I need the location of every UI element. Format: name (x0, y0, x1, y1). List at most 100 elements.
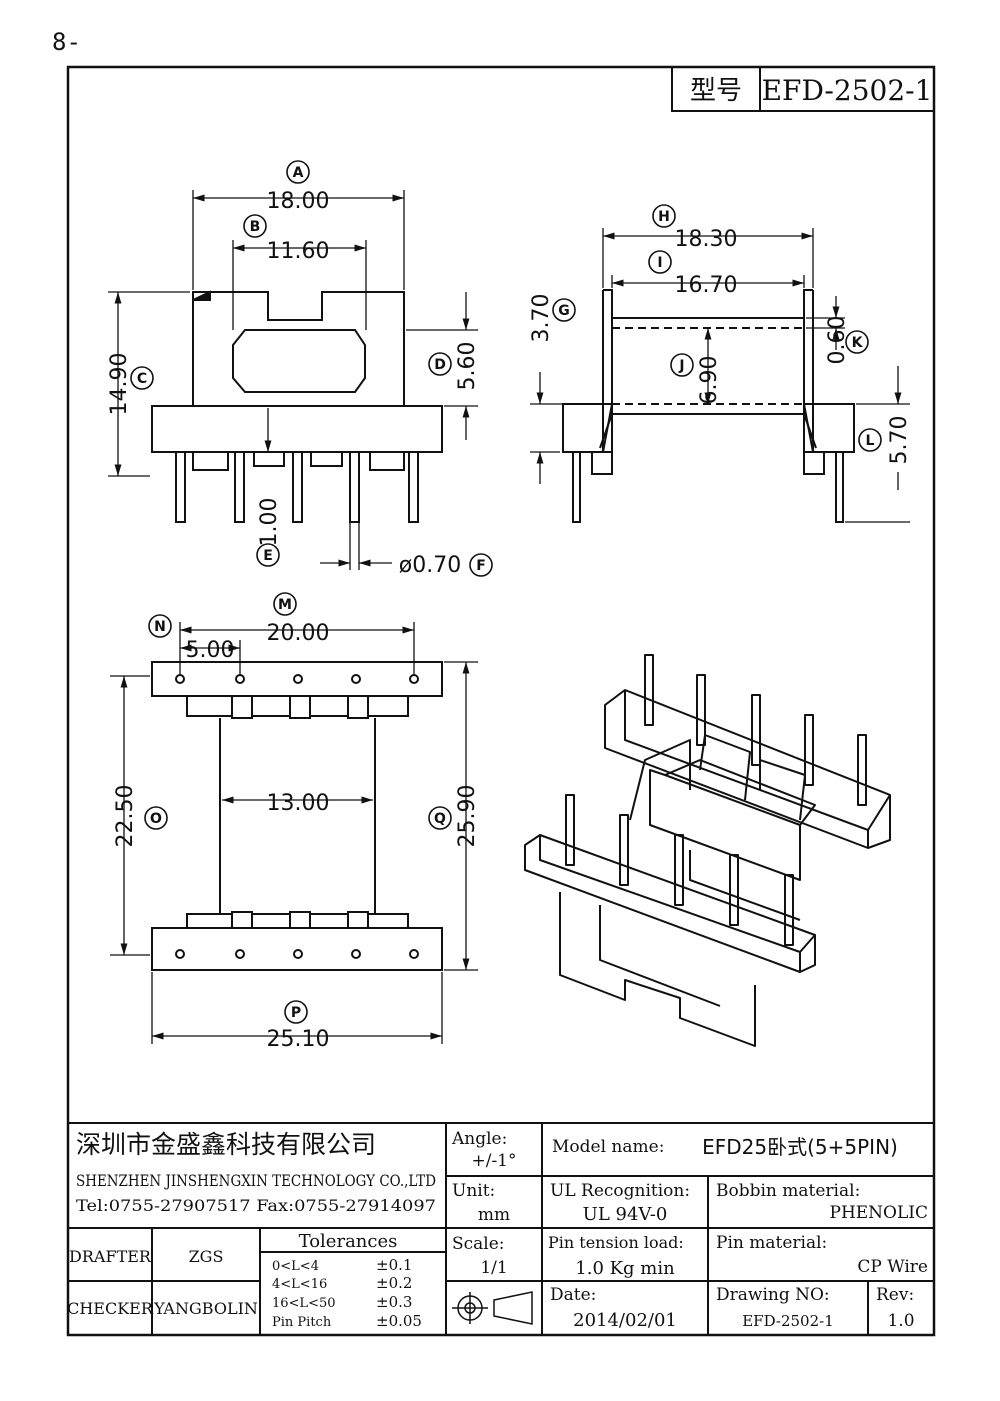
angle-label: Angle: (451, 1129, 507, 1149)
svg-text:M: M (278, 597, 292, 613)
tol-range-3: Pin Pitch (272, 1315, 332, 1330)
ul-value: UL 94V-0 (583, 1204, 668, 1225)
model-name-value: EFD25卧式(5+5PIN) (702, 1135, 898, 1159)
scale-value: 1/1 (480, 1258, 507, 1278)
company-contact: Tel:0755-27907517 Fax:0755-27914097 (76, 1197, 436, 1215)
tol-range-1: 4<L<16 (272, 1277, 327, 1292)
tol-value-2: ±0.3 (376, 1293, 412, 1311)
model-header: 型号 EFD-2502-1 (671, 66, 935, 112)
svg-text:I: I (657, 255, 662, 271)
marker-f: F (469, 553, 493, 577)
drawing-no-value: EFD-2502-1 (742, 1312, 834, 1330)
pin-tension-label: Pin tension load: (548, 1233, 684, 1252)
marker-k: K (845, 330, 869, 354)
checker-value: YANGBOLIN (153, 1299, 258, 1318)
dim-h-value: 18.30 (675, 227, 738, 252)
svg-text:Q: Q (434, 811, 446, 827)
side-view (562, 289, 855, 523)
ul-label: UL Recognition: (550, 1181, 690, 1201)
title-block-text: 深圳市金盛鑫科技有限公司 SHENZHEN JINSHENGXIN TECHNO… (67, 1129, 928, 1331)
pin-material-value: CP Wire (857, 1257, 928, 1277)
dim-p-value: 25.10 (267, 1027, 330, 1052)
dim-f-value: ø0.70 (399, 553, 461, 578)
rev-label: Rev: (876, 1285, 914, 1305)
dim-e-value: 1.00 (257, 498, 282, 547)
marker-l: L (858, 428, 882, 452)
marker-e: E (256, 543, 280, 567)
marker-q: Q (428, 806, 452, 830)
svg-text:A: A (293, 165, 304, 181)
marker-d: D (428, 352, 452, 376)
tol-value-1: ±0.2 (376, 1274, 412, 1292)
dim-j-value: 6.90 (697, 356, 722, 405)
unit-label: Unit: (452, 1181, 495, 1201)
svg-text:D: D (434, 357, 446, 373)
company-name-cn: 深圳市金盛鑫科技有限公司 (76, 1130, 376, 1159)
page-number: 8- (52, 28, 81, 56)
marker-m: M (273, 592, 297, 616)
side-view-dims (530, 228, 910, 523)
front-view-dims (108, 190, 478, 570)
model-header-value: EFD-2502-1 (762, 74, 933, 107)
dim-o-value: 22.50 (113, 785, 138, 848)
dim-n-value: 5.00 (186, 638, 235, 663)
scale-label: Scale: (452, 1234, 505, 1254)
dim-l-value: 5.70 (887, 416, 912, 465)
drafter-value: ZGS (189, 1247, 224, 1266)
svg-text:L: L (866, 433, 875, 449)
svg-text:K: K (852, 335, 864, 351)
marker-a: A (286, 160, 310, 184)
company-name-en: SHENZHEN JINSHENGXIN TECHNOLOGY CO.,LTD (76, 1172, 436, 1190)
tol-value-3: ±0.05 (376, 1312, 422, 1330)
pin-material-label: Pin material: (716, 1233, 827, 1253)
projection-symbol-icon (452, 1291, 533, 1325)
unit-value: mm (478, 1205, 510, 1225)
tol-range-2: 16<L<50 (272, 1296, 336, 1311)
dim-center-value: 13.00 (267, 791, 330, 816)
dim-c-value: 14.90 (107, 353, 132, 416)
drafter-label: DRAFTER (69, 1247, 152, 1266)
svg-text:O: O (150, 811, 162, 827)
dim-i-value: 16.70 (675, 273, 738, 298)
tol-value-0: ±0.1 (376, 1256, 412, 1274)
marker-g: G (552, 298, 576, 322)
title-block (68, 1122, 934, 1335)
dim-m-value: 20.00 (267, 621, 330, 646)
tol-range-0: 0<L<4 (272, 1259, 319, 1274)
model-name-label: Model name: (552, 1137, 664, 1157)
front-view (151, 290, 443, 523)
checker-label: CHECKER (67, 1299, 154, 1318)
bobbin-value: PHENOLIC (830, 1203, 929, 1223)
svg-text:B: B (250, 219, 261, 235)
tolerances-label: Tolerances (299, 1231, 398, 1252)
isometric-view (524, 654, 891, 1047)
svg-text:E: E (263, 548, 273, 564)
marker-n: N (148, 614, 172, 638)
model-header-label: 型号 (690, 76, 742, 106)
angle-value: +/-1° (471, 1151, 516, 1171)
dim-a-value: 18.00 (267, 189, 330, 214)
date-value: 2014/02/01 (573, 1310, 677, 1331)
pin-tension-value: 1.0 Kg min (575, 1258, 675, 1279)
marker-p: P (284, 1000, 308, 1024)
marker-o: O (144, 806, 168, 830)
svg-text:H: H (658, 209, 670, 225)
outer-frame (66, 65, 936, 1337)
marker-i: I (648, 250, 672, 274)
marker-j: J (670, 353, 694, 377)
marker-b: B (243, 214, 267, 238)
rev-value: 1.0 (887, 1311, 914, 1331)
svg-text:C: C (137, 371, 147, 387)
dim-b-value: 11.60 (267, 239, 330, 264)
dim-g-value: 3.70 (529, 294, 554, 343)
bobbin-label: Bobbin material: (716, 1181, 860, 1201)
date-label: Date: (550, 1285, 596, 1305)
top-view-dims (110, 622, 478, 1044)
drawing-no-label: Drawing NO: (716, 1285, 830, 1305)
dim-q-value: 25.90 (455, 785, 480, 848)
svg-text:G: G (558, 303, 570, 319)
svg-text:J: J (678, 358, 684, 374)
dim-d-value: 5.60 (455, 342, 480, 391)
svg-text:F: F (476, 558, 486, 574)
